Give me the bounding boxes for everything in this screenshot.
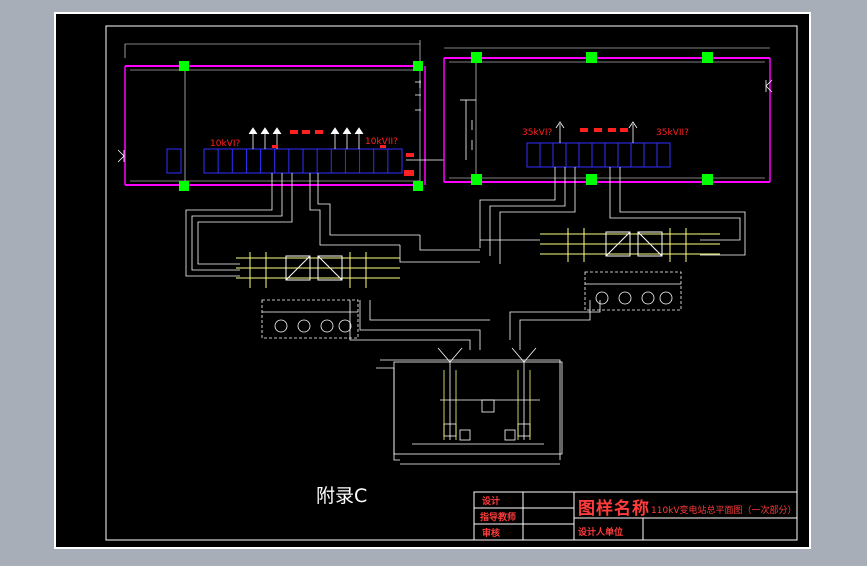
left-columns bbox=[179, 61, 423, 191]
left-cabinet-marks bbox=[272, 130, 414, 176]
title-block-reviewer-label: 审核 bbox=[482, 529, 501, 539]
left-feeder-arrows bbox=[248, 127, 364, 149]
left-building bbox=[117, 40, 426, 186]
left-transformer-base bbox=[261, 299, 359, 339]
right-cabinet-row bbox=[526, 142, 671, 168]
right-switch-group bbox=[540, 228, 720, 262]
title-block-frame bbox=[473, 491, 798, 541]
right-transformer-base bbox=[584, 271, 682, 311]
right-cabinet-marks bbox=[580, 128, 628, 132]
right-columns bbox=[471, 52, 713, 185]
room-label-35kv-2: 35kVII? bbox=[656, 128, 689, 138]
appendix-label: 附录C bbox=[316, 485, 368, 507]
drawing-sheet bbox=[54, 12, 811, 549]
room-label-10kv-1: 10kVI? bbox=[210, 139, 241, 149]
cable-routes bbox=[185, 167, 746, 461]
inner-frame bbox=[105, 25, 798, 541]
right-feeder-arrows bbox=[555, 121, 638, 143]
room-label-10kv-2: 10kVII? bbox=[365, 137, 398, 147]
room-label-35kv-1: 35kVI? bbox=[522, 128, 553, 138]
title-block-drawing-title: 图样名称 bbox=[578, 499, 650, 519]
title-block-advisor-label: 指导教师 bbox=[480, 513, 517, 523]
left-cabinet-dividers bbox=[217, 149, 389, 173]
right-cabinet-dividers bbox=[539, 143, 658, 167]
title-block-designer-label: 设计 bbox=[482, 497, 501, 507]
title-block-school: 设计人单位 bbox=[578, 528, 624, 538]
left-switch-group bbox=[236, 252, 400, 288]
hv-yard-busbars bbox=[443, 370, 531, 440]
title-block-drawing-name: 110kV变电站总平面图（一次部分） bbox=[651, 506, 797, 516]
